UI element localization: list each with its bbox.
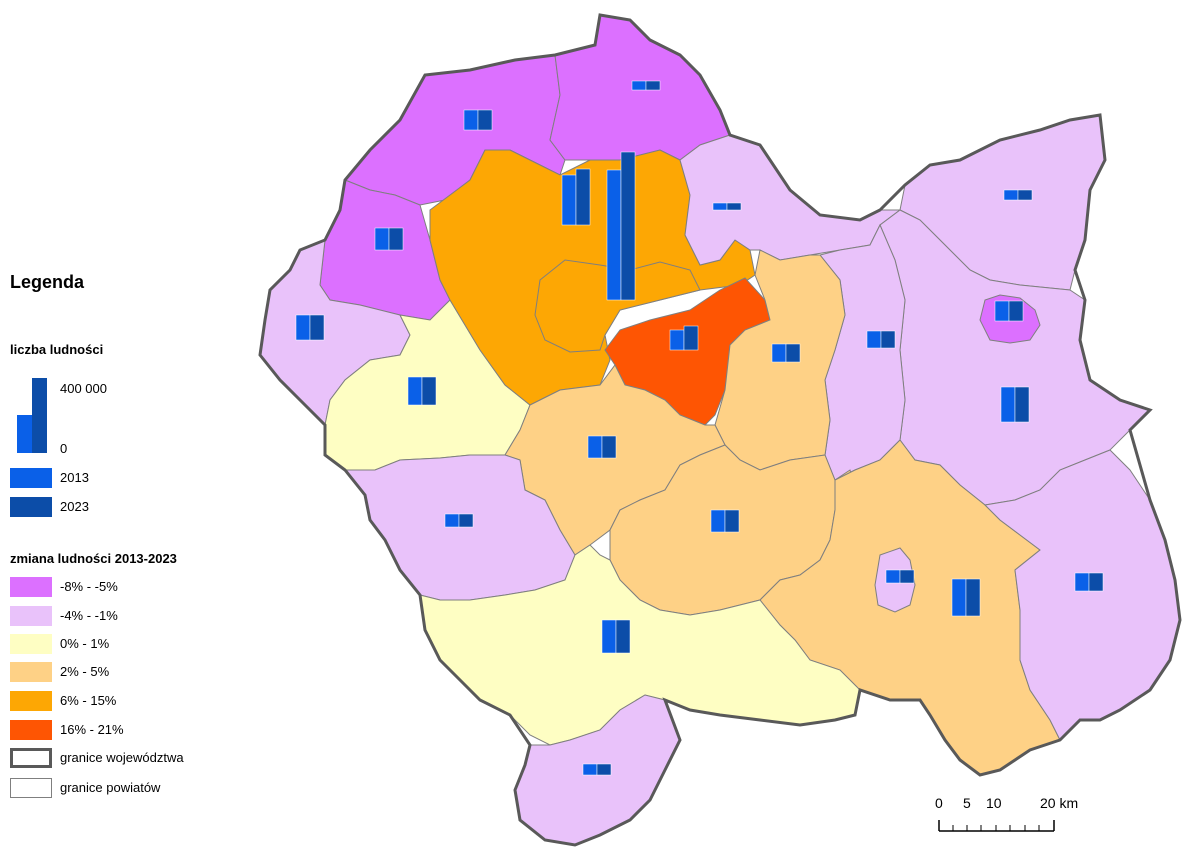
legend-bar-symbol xyxy=(17,378,47,453)
population-bar-2023 xyxy=(601,435,617,459)
legend-swatch-2023 xyxy=(10,497,52,517)
population-bar-2013 xyxy=(994,300,1010,322)
population-bar-2023 xyxy=(1008,300,1024,322)
population-bar-2023 xyxy=(309,314,325,341)
scale-label-5: 5 xyxy=(963,795,971,811)
population-bar-2023 xyxy=(1014,386,1030,423)
scale-ruler xyxy=(938,820,1055,832)
population-bar-2023 xyxy=(726,202,742,211)
legend-swatch-2013 xyxy=(10,468,52,488)
population-bar-2023 xyxy=(683,325,699,351)
population-bar-2013 xyxy=(1000,386,1016,423)
legend-population-heading: liczba ludności xyxy=(10,342,104,357)
scale-bar: 0 5 10 20 km xyxy=(930,795,1090,835)
legend-population-max: 400 000 xyxy=(60,381,107,396)
population-bar-2023 xyxy=(785,343,801,363)
population-bar-2023 xyxy=(421,376,437,406)
county-s-yellow xyxy=(419,544,861,746)
population-bar-2013 xyxy=(712,202,728,211)
scale-label-0: 0 xyxy=(935,795,943,811)
population-bar-2023 xyxy=(458,513,474,528)
population-bar-2023 xyxy=(575,168,591,226)
legend-population-bars: 400 000 0 xyxy=(10,375,130,456)
population-bar-2023 xyxy=(724,509,740,533)
legend-class-swatch xyxy=(10,691,52,711)
population-bar-2013 xyxy=(669,329,685,351)
legend-class-swatch xyxy=(10,662,52,682)
legend-class-swatch xyxy=(10,577,52,597)
scale-label-10: 10 xyxy=(986,795,1002,811)
legend-population-min: 0 xyxy=(60,441,68,456)
population-bar-2013 xyxy=(561,174,577,226)
population-bars xyxy=(295,80,1104,776)
legend-change-heading: zmiana ludności 2013-2023 xyxy=(10,551,177,566)
population-bar-2013 xyxy=(587,435,603,459)
population-bar-2023 xyxy=(615,619,631,654)
legend-bar-2013 xyxy=(17,415,32,453)
population-bar-2013 xyxy=(601,619,617,654)
population-bar-2023 xyxy=(965,578,981,617)
population-bar-2013 xyxy=(631,80,647,91)
population-bar-2023 xyxy=(388,227,404,251)
population-bar-2013 xyxy=(295,314,311,341)
population-bar-2023 xyxy=(880,330,896,349)
population-bar-2023 xyxy=(596,763,612,776)
population-bar-2013 xyxy=(463,109,479,131)
legend-class-label: 0% - 1% xyxy=(60,636,110,651)
population-bar-2013 xyxy=(885,569,901,584)
population-bar-2023 xyxy=(1017,189,1033,201)
voivodeship-border xyxy=(258,13,1182,847)
legend-class-label: 6% - 15% xyxy=(60,693,117,708)
population-bar-2013 xyxy=(951,578,967,617)
legend-swatch-voivodeship xyxy=(10,748,52,768)
population-bar-2023 xyxy=(645,80,661,91)
legend-class-label: 2% - 5% xyxy=(60,664,110,679)
population-bar-2023 xyxy=(620,151,636,301)
legend-label-2013: 2013 xyxy=(60,470,89,485)
population-bar-2013 xyxy=(866,330,882,349)
population-bar-2013 xyxy=(374,227,390,251)
legend-title: Legenda xyxy=(10,272,85,292)
population-bar-2013 xyxy=(582,763,598,776)
legend-swatch-county xyxy=(10,778,52,798)
population-bar-2013 xyxy=(1074,572,1090,592)
population-bar-2023 xyxy=(1088,572,1104,592)
legend-class-label: 16% - 21% xyxy=(60,722,124,737)
population-bar-2013 xyxy=(606,169,622,301)
legend-label-county: granice powiatów xyxy=(60,780,161,795)
legend-class-swatch xyxy=(10,634,52,654)
population-bar-2023 xyxy=(899,569,915,584)
population-bar-2013 xyxy=(1003,189,1019,201)
population-bar-2013 xyxy=(710,509,726,533)
population-bar-2013 xyxy=(444,513,460,528)
legend-class-label: -8% - -5% xyxy=(60,579,118,594)
legend-label-voivodeship: granice województwa xyxy=(60,750,184,765)
legend-class-swatch xyxy=(10,720,52,740)
population-bar-2013 xyxy=(407,376,423,406)
population-bar-2023 xyxy=(477,109,493,131)
county-regions xyxy=(259,14,1181,846)
legend-class-swatch xyxy=(10,606,52,626)
population-bar-2013 xyxy=(771,343,787,363)
scale-label-20: 20 km xyxy=(1040,795,1079,811)
legend-label-2023: 2023 xyxy=(60,499,89,514)
legend-bar-2023 xyxy=(32,378,47,453)
legend-class-label: -4% - -1% xyxy=(60,608,118,623)
